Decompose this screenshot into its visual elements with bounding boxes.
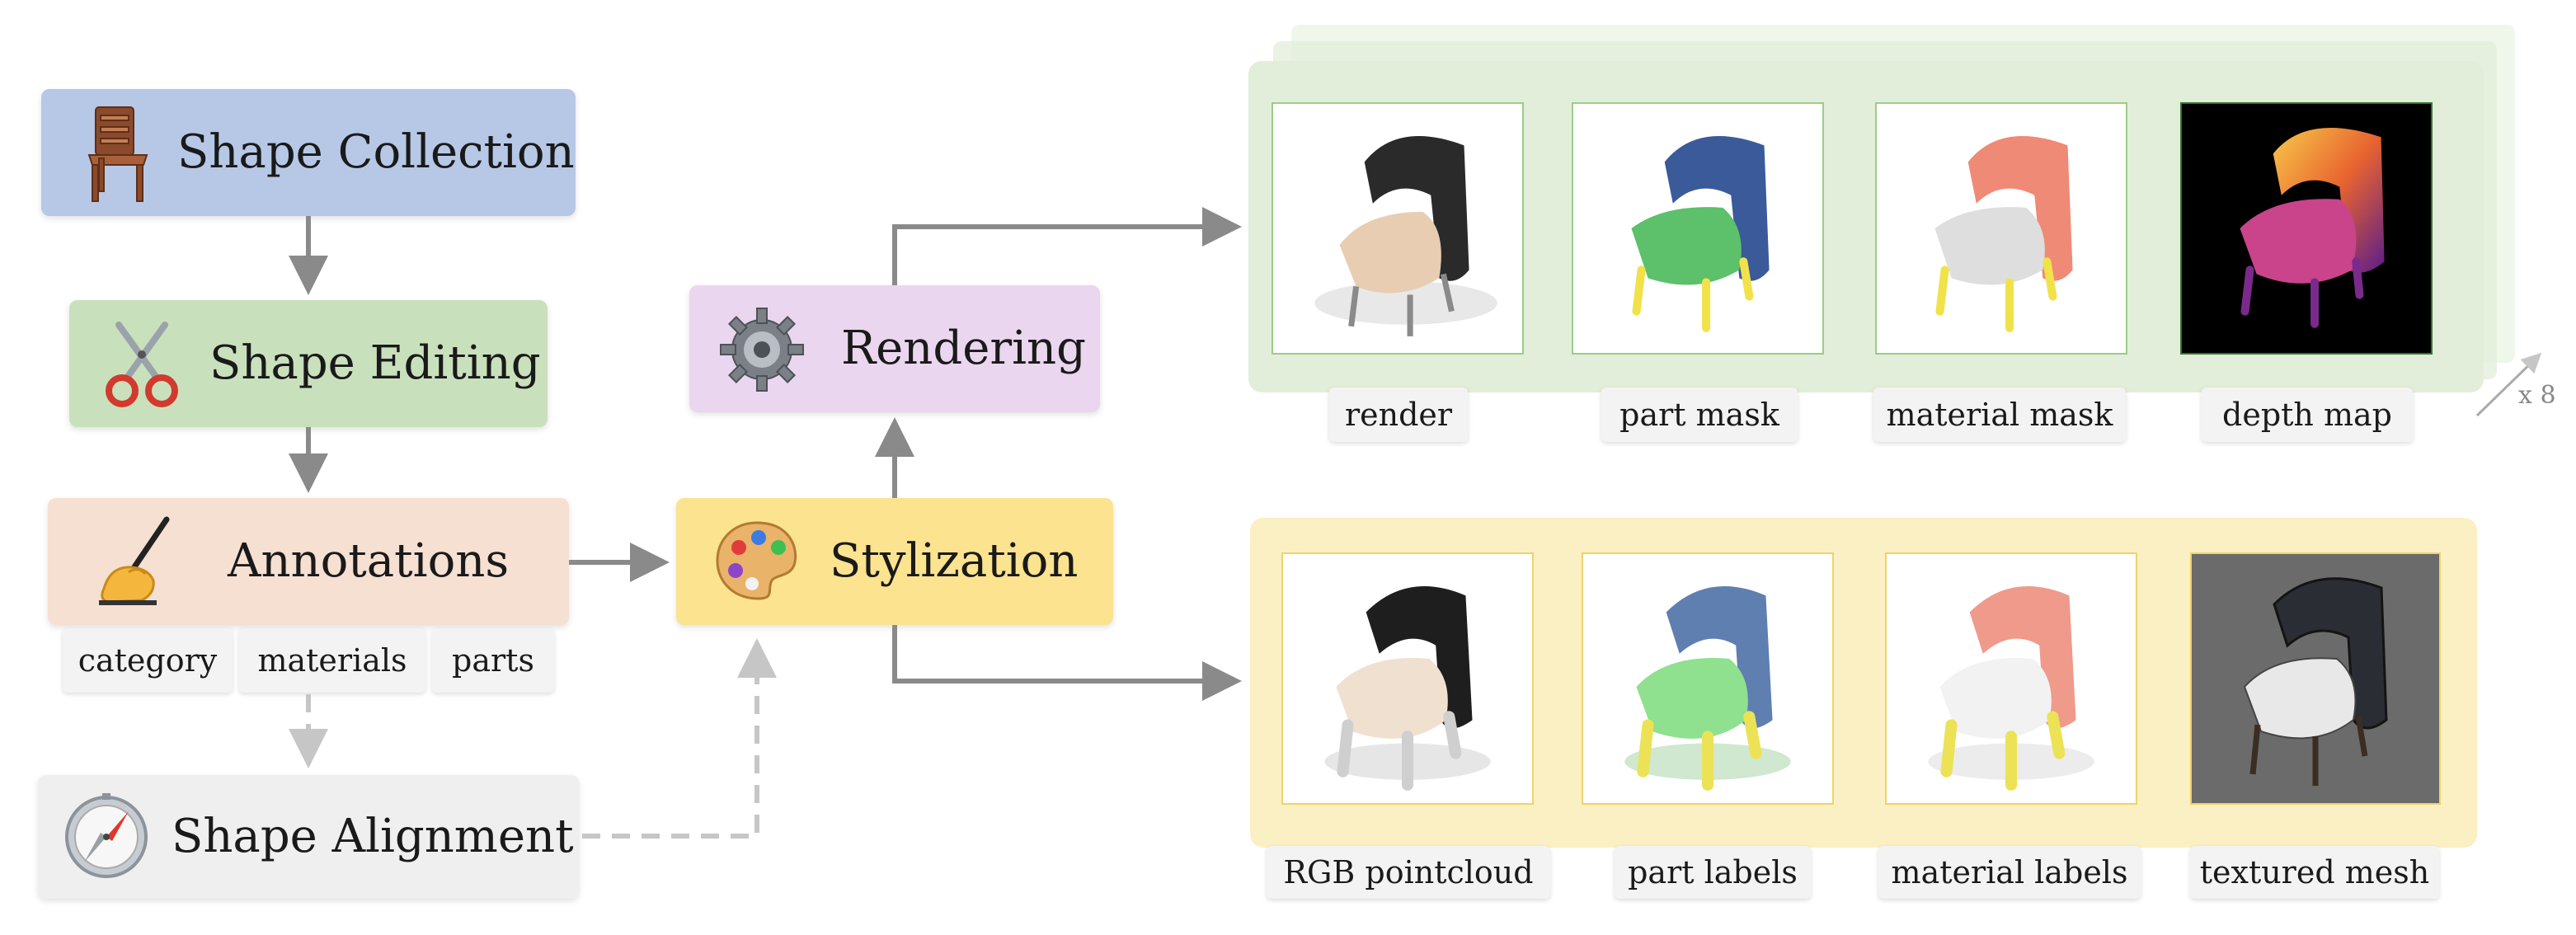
material-mask-label: material mask bbox=[1873, 388, 2126, 442]
scissors-icon bbox=[102, 318, 181, 412]
shape-alignment-box: Shape Alignment bbox=[38, 775, 579, 899]
shape-editing-box: Shape Editing bbox=[69, 300, 548, 427]
rendering-box: Rendering bbox=[689, 285, 1100, 412]
rgb-pointcloud-image bbox=[1281, 552, 1534, 805]
annotations-box: Annotations bbox=[48, 498, 569, 625]
part-mask-label: part mask bbox=[1601, 388, 1798, 442]
depth-map-label: depth map bbox=[2202, 388, 2413, 442]
multiplier-label: x 8 bbox=[2518, 381, 2556, 410]
material-mask-image bbox=[1875, 102, 2127, 355]
render-label: render bbox=[1329, 388, 1468, 442]
material-labels-label: material labels bbox=[1878, 846, 2141, 899]
annotations-label: Annotations bbox=[228, 534, 510, 588]
arrow-rendering-to-render-panel bbox=[892, 207, 1242, 285]
shape-collection-label: Shape Collection bbox=[177, 125, 575, 179]
compass-icon bbox=[63, 793, 150, 884]
shape-collection-box: Shape Collection bbox=[41, 89, 576, 216]
stylization-box: Stylization bbox=[676, 498, 1113, 625]
render-image bbox=[1272, 102, 1524, 355]
textured-mesh-image bbox=[2190, 552, 2441, 805]
rendering-label: Rendering bbox=[841, 322, 1086, 375]
shape-editing-label: Shape Editing bbox=[209, 336, 541, 390]
arrow-stylization-to-pointcloud-panel bbox=[892, 625, 1242, 701]
chair-icon bbox=[81, 104, 155, 206]
rgb-pointcloud-label: RGB pointcloud bbox=[1267, 846, 1550, 899]
annotation-tag-materials: materials bbox=[239, 628, 425, 693]
palette-icon bbox=[714, 519, 800, 605]
arrow-alignment-to-stylization bbox=[582, 638, 777, 839]
textured-mesh-label: textured mesh bbox=[2190, 846, 2439, 899]
part-labels-label: part labels bbox=[1615, 846, 1811, 899]
annotation-tag-category: category bbox=[63, 628, 233, 693]
annotation-tag-parts: parts bbox=[432, 628, 554, 693]
writing-hand-icon bbox=[96, 514, 178, 610]
shape-alignment-label: Shape Alignment bbox=[172, 810, 574, 863]
material-labels-image bbox=[1885, 552, 2137, 805]
stylization-label: Stylization bbox=[830, 534, 1079, 588]
part-labels-image bbox=[1582, 552, 1834, 805]
gear-icon bbox=[719, 307, 805, 396]
depth-map-image bbox=[2180, 102, 2433, 355]
part-mask-image bbox=[1572, 102, 1824, 355]
